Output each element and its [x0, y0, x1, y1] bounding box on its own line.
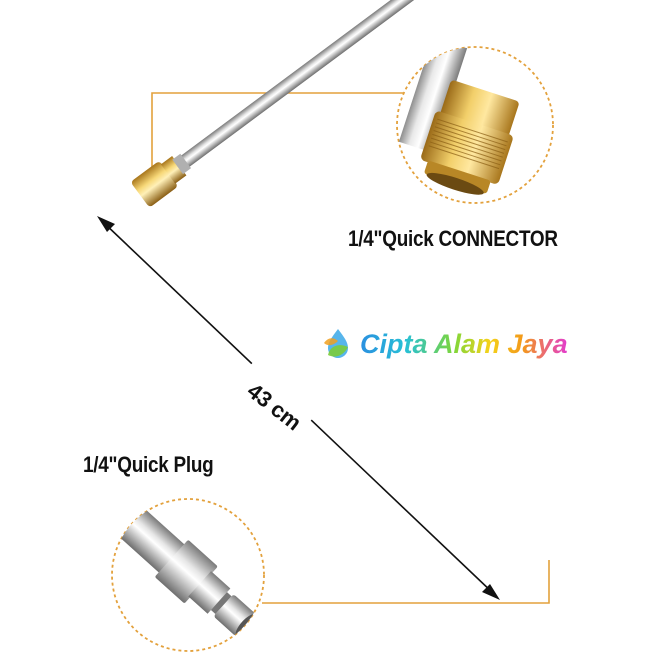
callout-line-connector: [151, 92, 405, 168]
connector-label: 1/4"Quick CONNECTOR: [348, 226, 558, 251]
watermark-text: Cipta Alam Jaya: [360, 329, 568, 359]
arrowhead-bottom-icon: [482, 584, 500, 600]
callout-line-plug: [262, 560, 550, 604]
extension-wand: [131, 0, 547, 207]
quick-connector-closeup: [398, 47, 519, 195]
plug-label: 1/4"Quick Plug: [83, 452, 214, 477]
watermark: Cipta Alam Jaya: [318, 325, 598, 369]
wand-brass-connector: [131, 153, 192, 207]
leaf-drop-logo-icon: [324, 329, 348, 358]
arrowhead-top-icon: [97, 216, 115, 232]
